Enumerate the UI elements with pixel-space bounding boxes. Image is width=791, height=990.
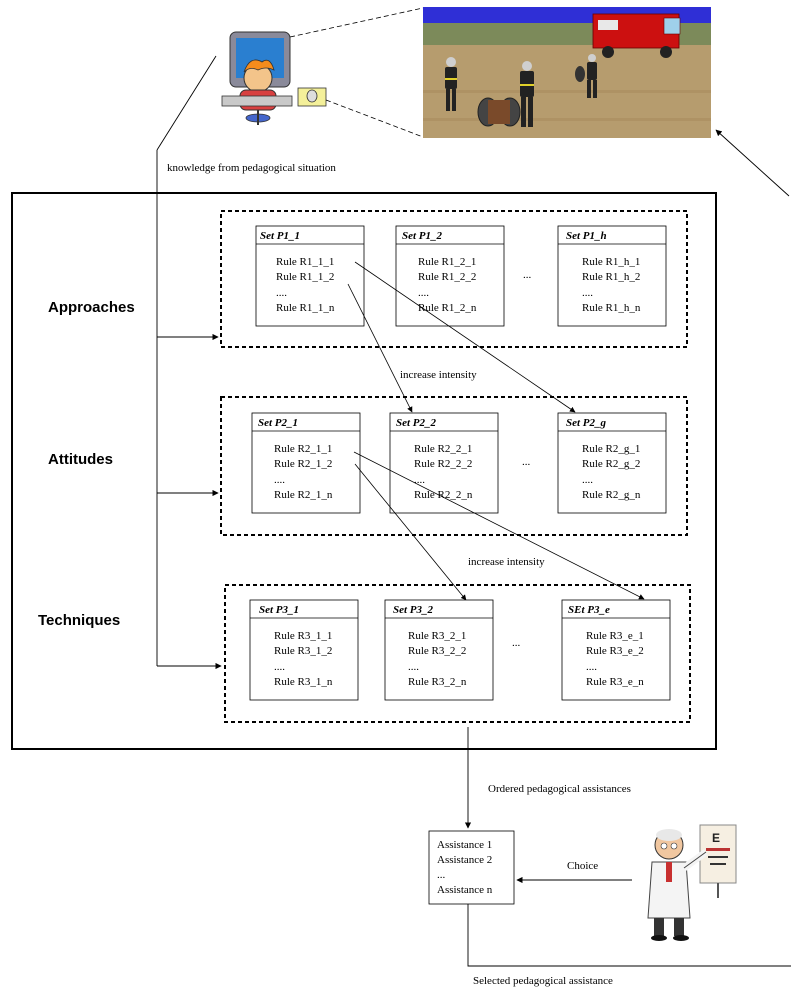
- set-box: SEt P3_e Rule R3_e_1 Rule R3_e_2 .... Ru…: [561, 599, 671, 701]
- assistance-item: Assistance n: [437, 884, 493, 896]
- approaches-group: [220, 210, 688, 348]
- zoom-line-top: [289, 7, 424, 38]
- intensity-arrow: [347, 283, 413, 413]
- rule-item: ....: [582, 474, 593, 486]
- rule-item: Rule R3_2_2: [408, 645, 466, 657]
- set-title: Set P1_h: [566, 230, 607, 242]
- increase-intensity-label: increase intensity: [400, 369, 477, 381]
- rule-item: Rule R3_2_n: [408, 676, 467, 688]
- rule-item: Rule R3_1_1: [274, 630, 332, 642]
- zoom-line-bottom: [325, 99, 424, 138]
- rule-item: Rule R2_g_2: [582, 458, 640, 470]
- set-box: Set P2_2 Rule R2_2_1 Rule R2_2_2 .... Ru…: [389, 412, 499, 514]
- increase-intensity-label: increase intensity: [468, 556, 545, 568]
- rule-item: ....: [582, 287, 593, 299]
- rule-item: ....: [414, 474, 425, 486]
- intensity-arrow: [353, 451, 645, 600]
- set-title: Set P2_2: [396, 417, 437, 429]
- teacher-illustration: E: [647, 824, 737, 941]
- firefighter-scene-image: [423, 7, 711, 138]
- assistance-list-box: Assistance 1 Assistance 2 ... Assistance…: [428, 830, 515, 905]
- rule-item: Rule R1_h_n: [582, 302, 641, 314]
- rule-item: Rule R1_1_1: [276, 256, 334, 268]
- selected-caption: Selected pedagogical assistance: [473, 975, 613, 987]
- rule-item: Rule R3_1_2: [274, 645, 332, 657]
- selected-output-line: [467, 904, 791, 967]
- set-box: Set P2_g Rule R2_g_1 Rule R2_g_2 .... Ru…: [557, 412, 667, 514]
- rule-item: ....: [276, 287, 287, 299]
- assistance-item: ...: [437, 869, 446, 881]
- rule-item: Rule R2_g_1: [582, 443, 640, 455]
- set-title: SEt P3_e: [568, 604, 610, 616]
- rule-item: ....: [586, 661, 597, 673]
- rule-item: Rule R2_g_n: [582, 489, 641, 501]
- set-title: Set P1_1: [260, 230, 300, 242]
- set-title: Set P2_1: [258, 417, 298, 429]
- rule-item: ....: [408, 661, 419, 673]
- rule-item: Rule R1_h_2: [582, 271, 640, 283]
- assistance-item: Assistance 1: [437, 839, 492, 851]
- top-caption: knowledge from pedagogical situation: [167, 162, 336, 174]
- rule-item: Rule R1_h_1: [582, 256, 640, 268]
- assistance-item: Assistance 2: [437, 854, 492, 866]
- set-title: Set P3_2: [393, 604, 434, 616]
- techniques-group: [224, 584, 691, 723]
- set-box: Set P1_h Rule R1_h_1 Rule R1_h_2 .... Ru…: [557, 225, 667, 327]
- rule-item: Rule R2_2_n: [414, 489, 473, 501]
- svg-text:E: E: [712, 831, 720, 845]
- rule-item: Rule R2_1_1: [274, 443, 332, 455]
- rule-item: Rule R1_2_2: [418, 271, 476, 283]
- rule-item: Rule R1_1_n: [276, 302, 335, 314]
- rule-item: ....: [274, 661, 285, 673]
- rule-item: Rule R1_2_1: [418, 256, 476, 268]
- set-box: Set P3_2 Rule R3_2_1 Rule R3_2_2 .... Ru…: [384, 599, 494, 701]
- set-box: Set P3_1 Rule R3_1_1 Rule R3_1_2 .... Ru…: [249, 599, 359, 701]
- rule-item: ....: [274, 474, 285, 486]
- rule-item: Rule R2_1_2: [274, 458, 332, 470]
- level-label-techniques: Techniques: [38, 612, 120, 629]
- ellipsis: ...: [512, 637, 521, 649]
- rule-item: Rule R3_1_n: [274, 676, 333, 688]
- rule-item: Rule R3_e_2: [586, 645, 644, 657]
- rule-item: Rule R2_1_n: [274, 489, 333, 501]
- ordered-caption: Ordered pedagogical assistances: [488, 783, 631, 795]
- choice-label: Choice: [567, 860, 598, 872]
- set-title: Set P2_g: [566, 417, 607, 429]
- ellipsis: ...: [522, 456, 531, 468]
- scene-feedback-line: [715, 129, 790, 197]
- pedagogical-rules-box: [11, 192, 717, 750]
- set-box: Set P2_1 Rule R2_1_1 Rule R2_1_2 .... Ru…: [251, 412, 361, 514]
- knowledge-line: [156, 55, 217, 151]
- rule-item: Rule R3_2_1: [408, 630, 466, 642]
- attitudes-group: [220, 396, 688, 536]
- set-box: Set P1_1 Rule R1_1_1 Rule R1_1_2 .... Ru…: [255, 225, 365, 327]
- level-label-approaches: Approaches: [48, 299, 135, 316]
- rule-item: Rule R1_2_n: [418, 302, 477, 314]
- rule-item: Rule R2_2_2: [414, 458, 472, 470]
- rule-item: Rule R2_2_1: [414, 443, 472, 455]
- intensity-arrow: [354, 261, 576, 413]
- intensity-arrow: [354, 463, 467, 601]
- set-box: Set P1_2 Rule R1_2_1 Rule R1_2_2 .... Ru…: [395, 225, 505, 327]
- learner-computer-illustration: [221, 31, 327, 125]
- rule-item: ....: [418, 287, 429, 299]
- level-label-attitudes: Attitudes: [48, 451, 113, 468]
- set-title: Set P3_1: [259, 604, 299, 616]
- rule-item: Rule R3_e_1: [586, 630, 644, 642]
- rule-item: Rule R1_1_2: [276, 271, 334, 283]
- rule-item: Rule R3_e_n: [586, 676, 644, 688]
- set-title: Set P1_2: [402, 230, 443, 242]
- ellipsis: ...: [523, 269, 532, 281]
